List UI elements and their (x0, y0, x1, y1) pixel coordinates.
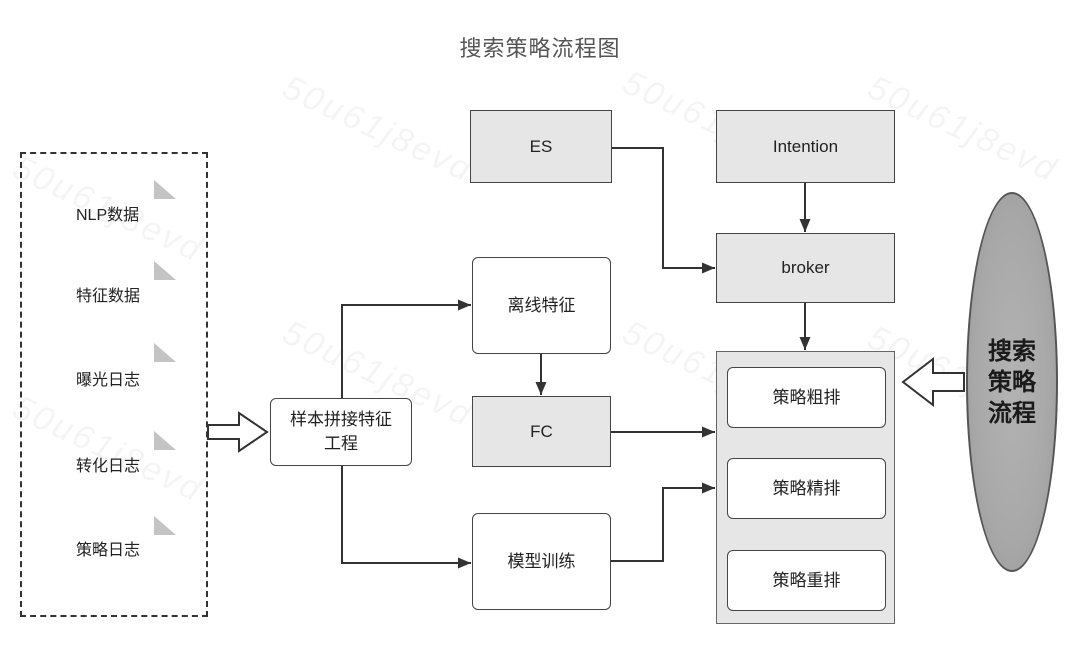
model-training-node: 模型训练 (472, 513, 611, 610)
edge-model-training-to-ranking (611, 482, 715, 562)
fine-ranking-node: 策略精排 (727, 458, 886, 519)
node-label: 离线特征 (507, 295, 576, 315)
node-label-line: 工程 (324, 434, 358, 453)
es-node: ES (470, 110, 612, 183)
edge-sample-to-offline-features (341, 299, 471, 398)
node-label: 策略重排 (772, 570, 841, 590)
data-source-label-exposure-log: 曝光日志 (76, 372, 141, 389)
node-label: Intention (772, 136, 839, 156)
edge-es-to-broker (612, 147, 715, 274)
sample-feature-engineering-node: 样本拼接特征 工程 (270, 398, 412, 466)
node-label: 模型训练 (507, 551, 576, 571)
search-strategy-flow-ellipse: 搜索 策略 流程 (966, 192, 1058, 572)
node-label: FC (530, 421, 553, 441)
node-label: ES (529, 136, 553, 156)
edge-sample-to-model-training (341, 466, 471, 569)
node-label: 策略精排 (772, 478, 841, 498)
offline-features-node: 离线特征 (472, 257, 611, 354)
document-icon (154, 261, 176, 280)
hollow-arrow-left-icon (901, 356, 965, 408)
node-label: broker (781, 258, 830, 277)
node-label: 策略粗排 (772, 387, 841, 407)
broker-node: broker (716, 233, 895, 303)
ellipse-label-line: 策略 (988, 368, 1036, 396)
data-source-label-strategy-log: 策略日志 (76, 542, 141, 559)
document-icon (154, 343, 176, 362)
document-icon (154, 516, 176, 535)
node-label-line: 样本拼接特征 (290, 410, 392, 429)
document-icon (154, 431, 176, 450)
data-sources-group (20, 152, 208, 617)
re-ranking-node: 策略重排 (727, 550, 886, 611)
data-source-label-conversion-log: 转化日志 (76, 458, 141, 475)
document-icon (154, 180, 176, 199)
ellipse-label-line: 搜索 (988, 337, 1036, 365)
hollow-arrow-right-icon (207, 411, 269, 453)
coarse-ranking-node: 策略粗排 (727, 367, 886, 428)
ellipse-label-line: 流程 (988, 399, 1036, 427)
intention-node: Intention (716, 110, 895, 183)
data-source-label-features: 特征数据 (76, 288, 141, 305)
data-source-label-nlp: NLP数据 (76, 207, 140, 224)
watermark-text: 50u61j8evd (276, 68, 480, 190)
fc-node: FC (472, 396, 611, 467)
diagram-title: 搜索策略流程图 (459, 36, 621, 61)
